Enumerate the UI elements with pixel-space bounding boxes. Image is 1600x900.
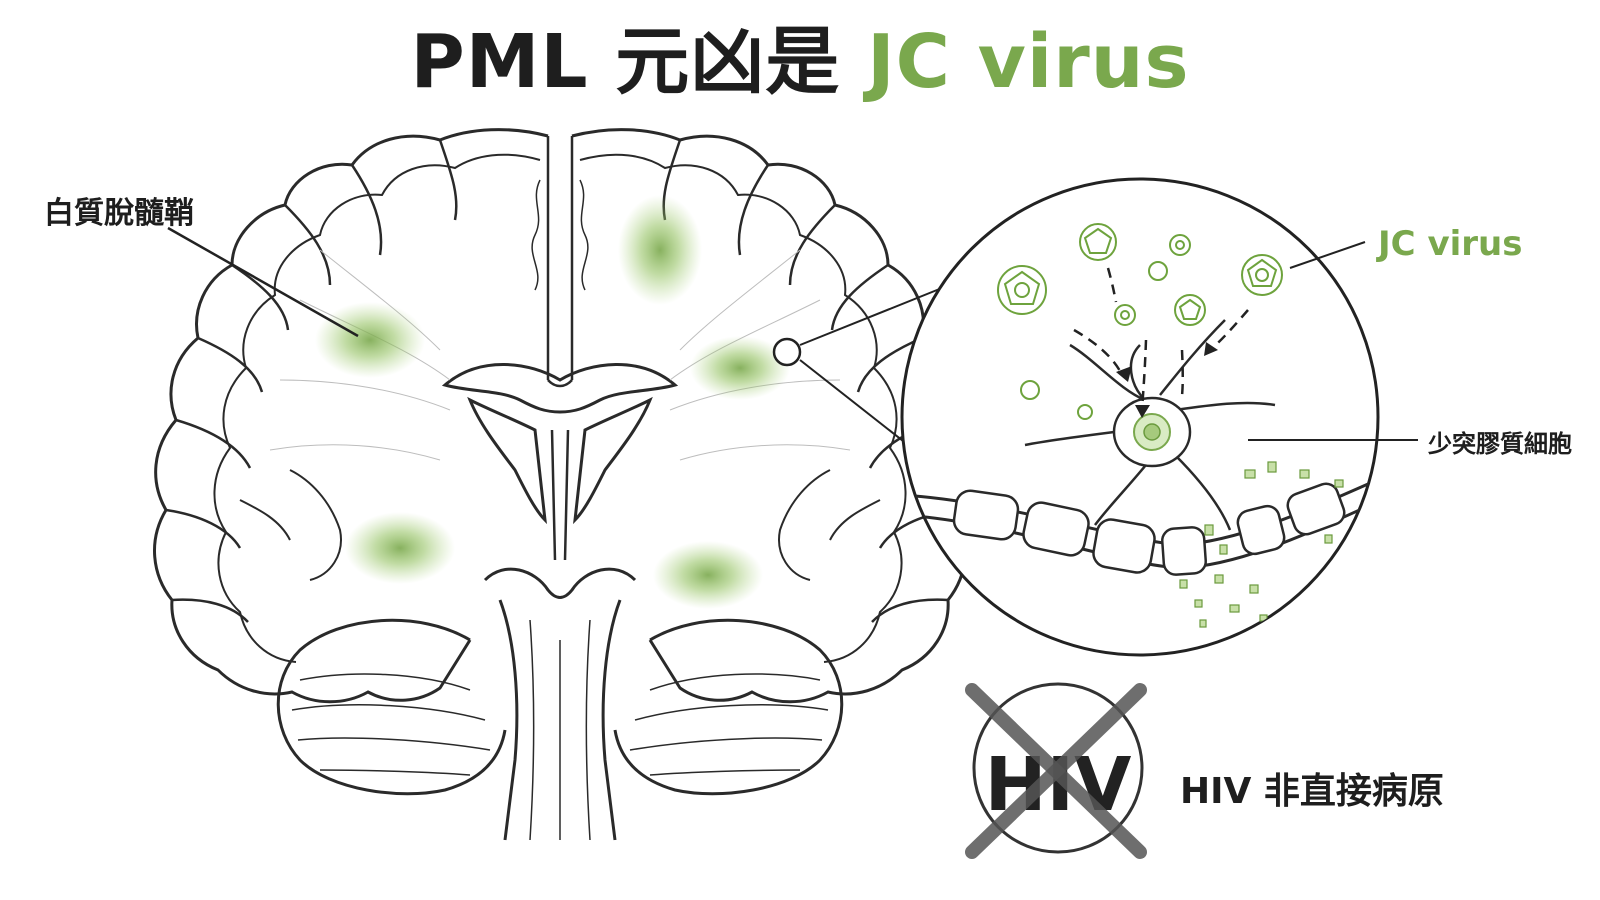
- left-hemisphere-outline: [153, 128, 549, 704]
- lesion-right-mid: [690, 336, 790, 400]
- label-oligodendrocyte: 少突膠質細胞: [1428, 430, 1572, 458]
- page-title: PML 元凶是 JC virus: [0, 18, 1600, 107]
- virus-particle-icon: [1241, 254, 1283, 296]
- label-jc-virus: JC virus: [1378, 224, 1523, 264]
- lesion-left-upper: [315, 302, 425, 378]
- virus-particle-icon: [1169, 234, 1191, 256]
- virus-particle-icon: [1174, 294, 1206, 326]
- lesion-left-lower: [345, 512, 455, 584]
- zoom-source-marker: [772, 337, 802, 367]
- virus-particle-icon: [1077, 404, 1093, 420]
- virus-particle-icon: [1114, 304, 1136, 326]
- lesion-right-upper: [618, 195, 702, 305]
- virus-particle-icon: [997, 265, 1047, 315]
- jc-virus-leader: [1289, 241, 1366, 269]
- virus-particle-icon: [1020, 380, 1040, 400]
- virus-particle-icon: [1148, 261, 1168, 281]
- jc-virus-particles: [997, 223, 1283, 420]
- zoom-inset: [900, 177, 1380, 657]
- virus-particle-icon: [1079, 223, 1117, 261]
- label-hiv-not-direct-cause: HIV 非直接病原: [1180, 771, 1444, 812]
- demyelination-lesions: [315, 195, 790, 609]
- title-main: PML 元凶是: [410, 19, 868, 105]
- white-matter-leader: [167, 226, 359, 338]
- myelin-sheaths: [952, 482, 1346, 576]
- hiv-symbol-text: HIV: [984, 742, 1132, 828]
- lesion-right-lower: [653, 541, 763, 609]
- title-accent: JC virus: [867, 19, 1190, 105]
- cerebellum-left: [276, 618, 507, 796]
- cerebellum-right: [613, 618, 844, 796]
- brain-coronal-section: [153, 128, 967, 841]
- label-white-matter-demyelination: 白質脫髓鞘: [44, 196, 194, 231]
